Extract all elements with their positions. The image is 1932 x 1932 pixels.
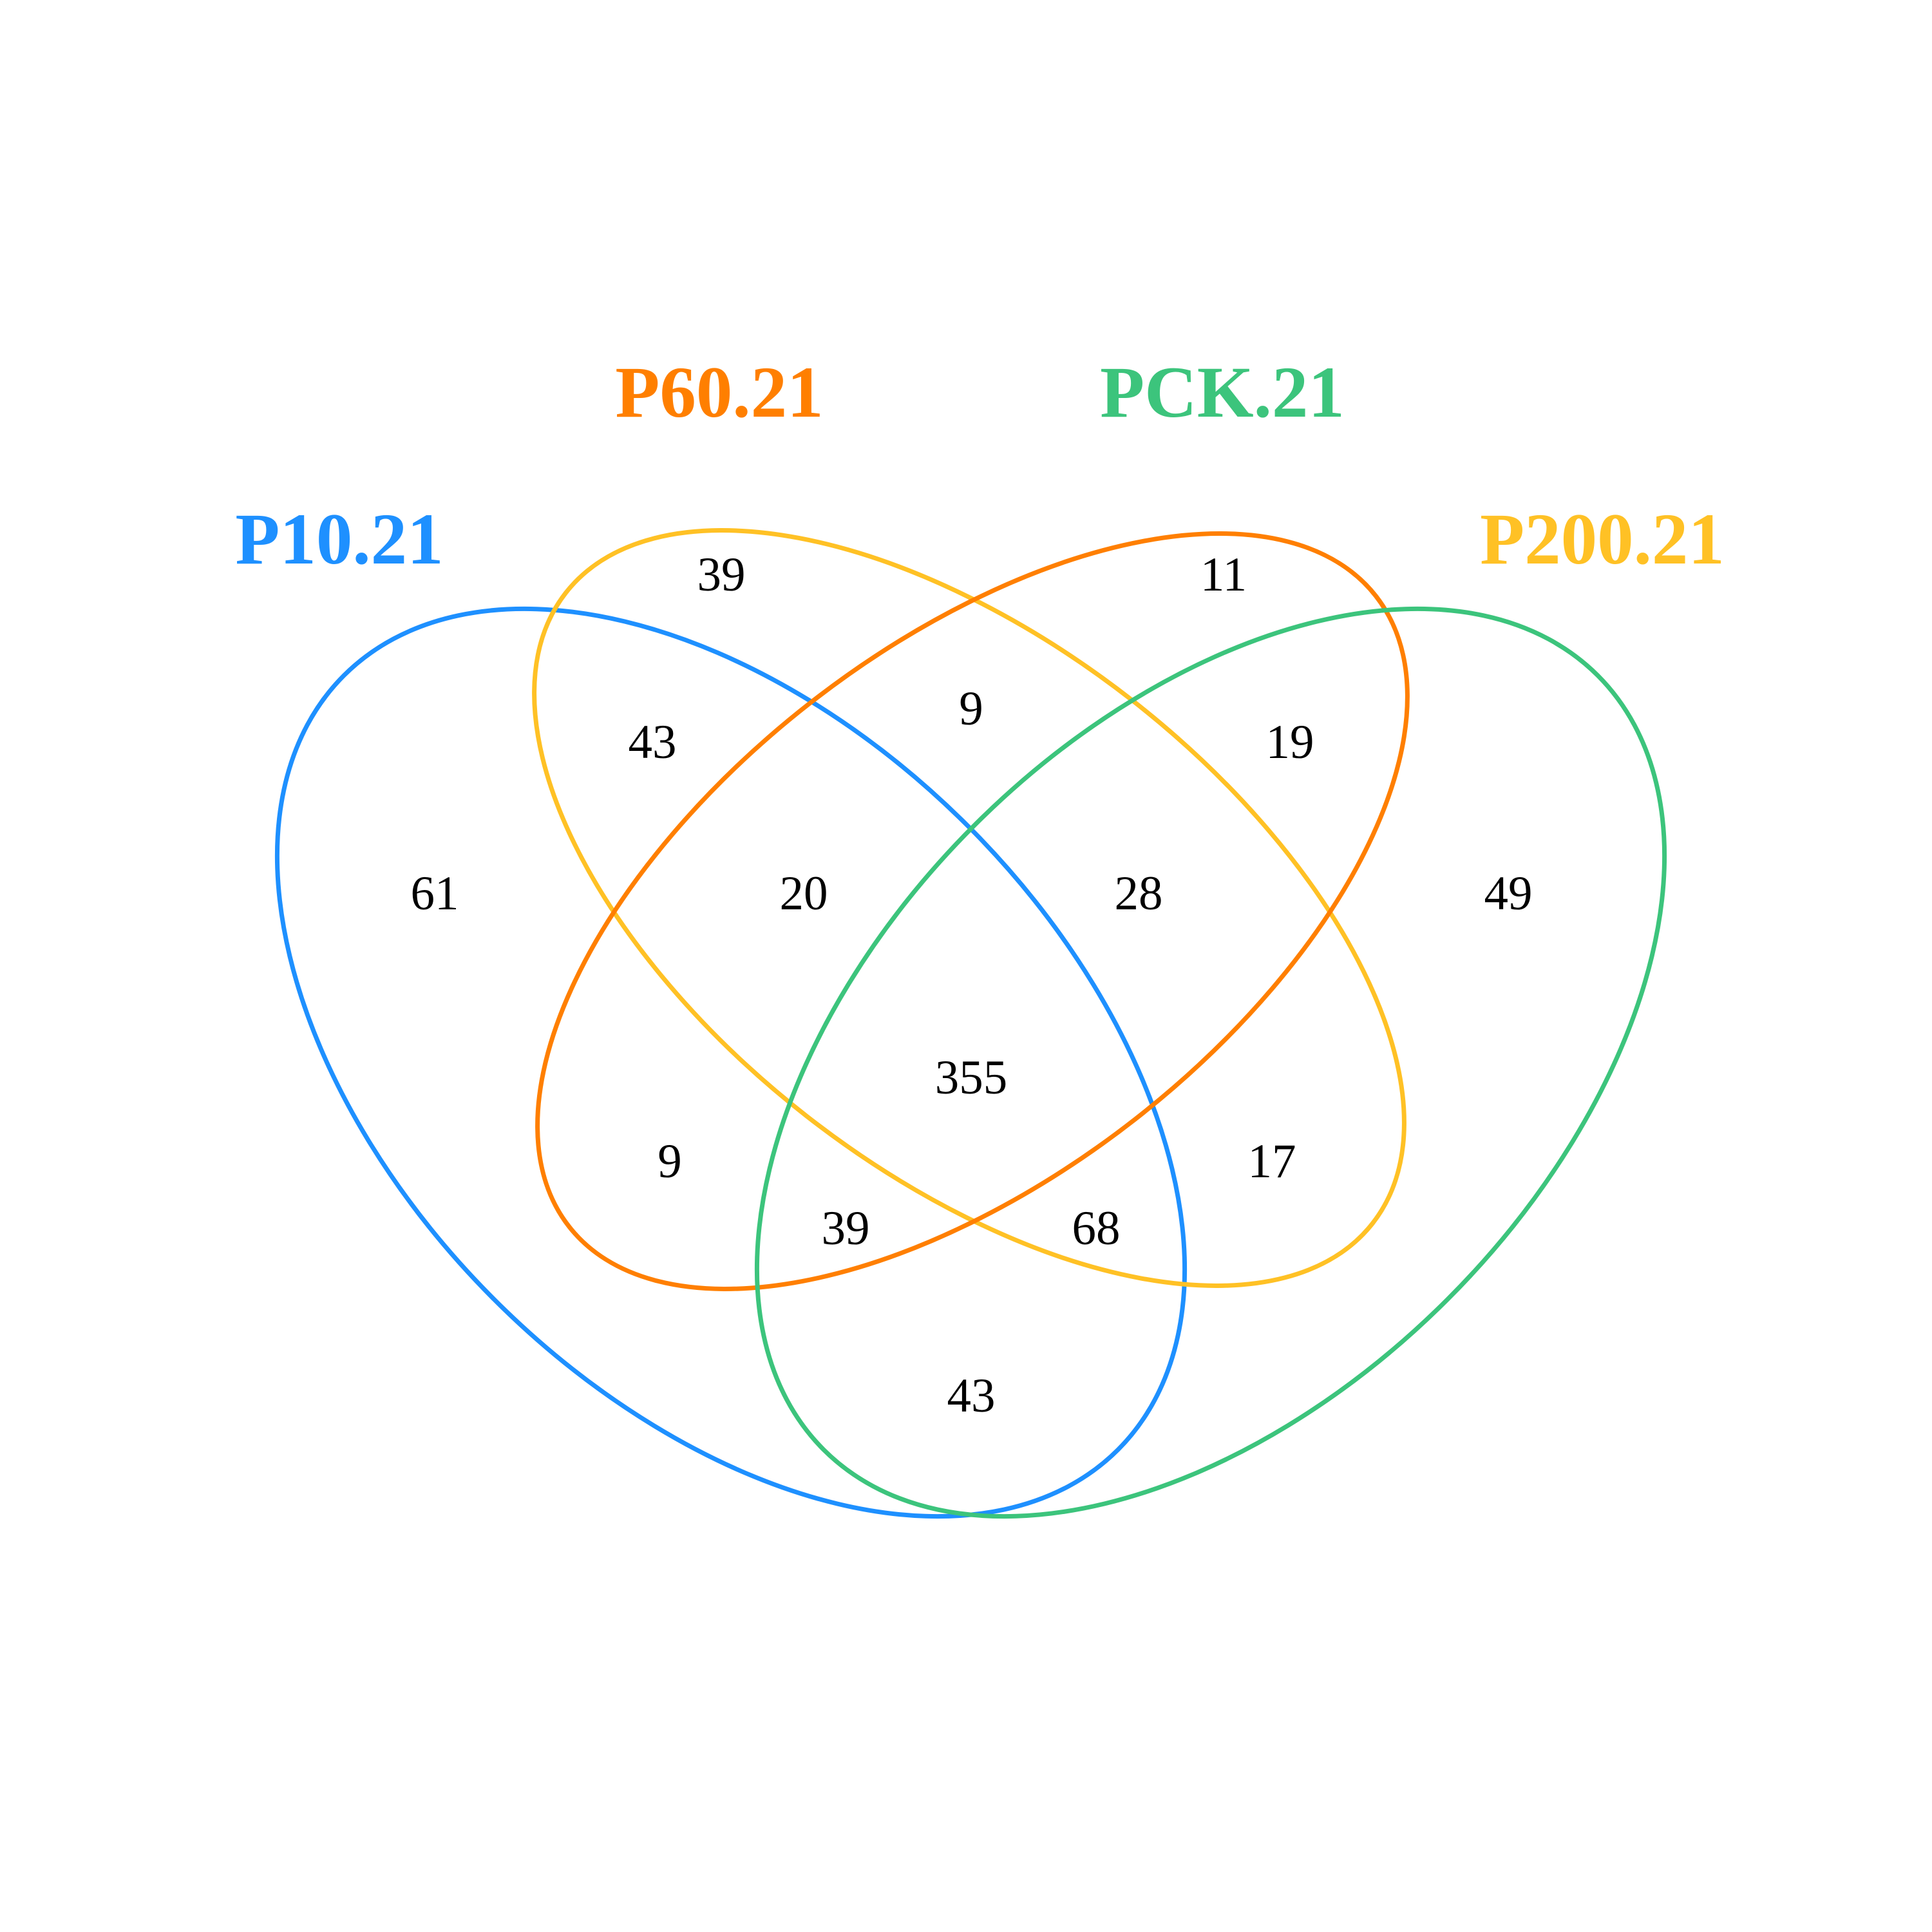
count-p10-p200: 43	[947, 1369, 996, 1423]
count-p10-only: 61	[411, 867, 459, 920]
count-all-four: 355	[935, 1051, 1008, 1104]
count-p10-pck-p200: 39	[822, 1202, 870, 1255]
set-label-p10: P10.21	[235, 499, 443, 580]
count-p60-pck-p200: 28	[1115, 867, 1163, 920]
ellipse-p10	[274, 606, 1188, 1519]
set-label-p200: P200.21	[1480, 499, 1725, 580]
ellipse-p60	[532, 528, 1406, 1288]
set-label-pck: PCK.21	[1100, 352, 1345, 433]
count-p60-p200: 17	[1248, 1135, 1296, 1188]
count-p10-p60: 43	[629, 715, 677, 769]
count-pck-p200: 19	[1266, 715, 1314, 769]
ellipse-p200	[754, 606, 1667, 1519]
count-p10-p60-pck: 20	[780, 867, 828, 920]
count-p60-only: 39	[697, 548, 746, 601]
count-p60-pck: 9	[959, 682, 983, 735]
count-pck-only: 11	[1200, 548, 1247, 601]
ellipse-pck	[535, 531, 1410, 1291]
set-label-p60: P60.21	[615, 352, 823, 433]
count-p200-only: 49	[1484, 867, 1533, 920]
count-p10-p60-p200: 68	[1072, 1202, 1121, 1255]
count-p10-pck: 9	[658, 1135, 682, 1188]
